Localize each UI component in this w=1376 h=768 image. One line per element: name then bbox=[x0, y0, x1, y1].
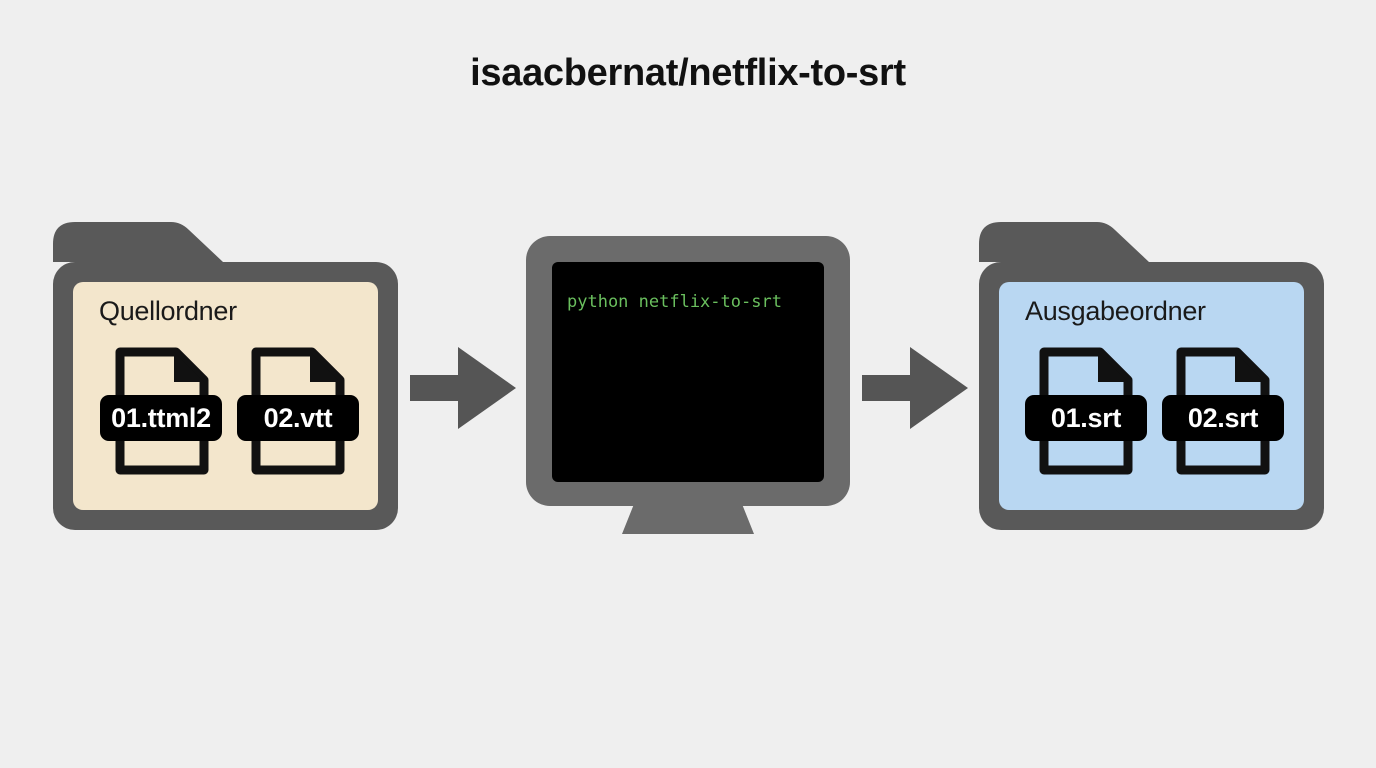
output-folder-icon: Ausgabeordner 01.srt 02.srt bbox=[979, 222, 1324, 530]
source-file-2: 02.vtt bbox=[237, 346, 368, 478]
output-folder-label: Ausgabeordner bbox=[1025, 296, 1206, 326]
source-folder-icon: Quellordner 01.ttml2 02.vtt bbox=[53, 222, 398, 530]
output-file-1: 01.srt bbox=[1025, 346, 1156, 478]
folder-tab-shape bbox=[53, 222, 223, 262]
source-folder-label: Quellordner bbox=[99, 296, 237, 326]
source-file-2-name: 02.vtt bbox=[237, 395, 359, 441]
source-file-1-name: 01.ttml2 bbox=[100, 395, 222, 441]
arrow-right-icon bbox=[410, 347, 516, 429]
output-folder-panel: Ausgabeordner 01.srt 02.srt bbox=[999, 282, 1304, 510]
source-folder-panel: Quellordner 01.ttml2 02.vtt bbox=[73, 282, 378, 510]
source-file-1: 01.ttml2 bbox=[100, 346, 230, 478]
terminal-screen: python netflix-to-srt bbox=[552, 262, 824, 482]
diagram-title: isaacbernat/netflix-to-srt bbox=[470, 52, 906, 94]
output-file-2-name: 02.srt bbox=[1162, 395, 1284, 441]
folder-tab-shape bbox=[979, 222, 1149, 262]
monitor-icon: python netflix-to-srt bbox=[526, 236, 850, 536]
arrow-right-icon bbox=[862, 347, 968, 429]
output-file-1-name: 01.srt bbox=[1025, 395, 1147, 441]
monitor-stand bbox=[622, 504, 754, 534]
output-file-2: 02.srt bbox=[1162, 346, 1293, 478]
terminal-command: python netflix-to-srt bbox=[567, 292, 782, 312]
